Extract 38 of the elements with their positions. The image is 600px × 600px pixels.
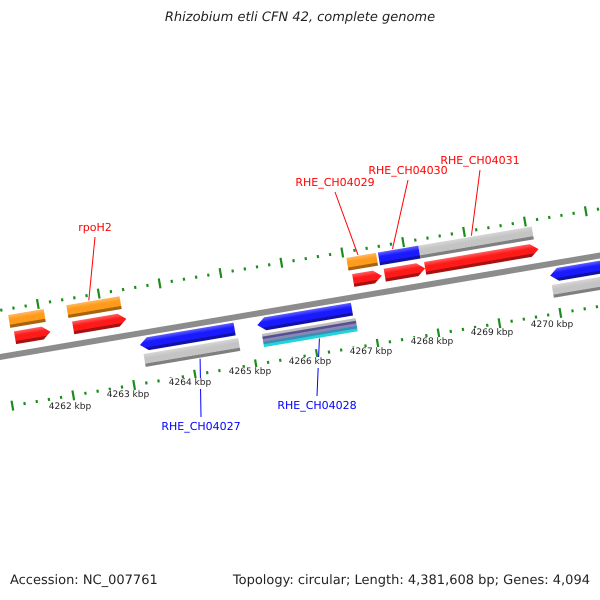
- gene-label: RHE_CH04031: [440, 154, 520, 167]
- footer-text: Accession: NC_007761: [10, 575, 158, 586]
- leader-line: [392, 180, 408, 250]
- gene-bar: [66, 296, 122, 318]
- gene-feature: [138, 322, 236, 352]
- scale-label: 4264 kbp: [168, 378, 212, 389]
- scale-label: 4270 kbp: [530, 320, 574, 331]
- leader-line: [88, 236, 96, 301]
- gene-bar: [262, 318, 358, 347]
- scale-label: 4268 kbp: [410, 337, 454, 348]
- gene-label: RHE_CH04027: [161, 420, 241, 433]
- scale-label: 4266 kbp: [288, 357, 332, 368]
- gene-feature: [72, 312, 128, 334]
- scale-label: 4267 kbp: [350, 347, 392, 358]
- gene-label: RHE_CH04029: [295, 176, 375, 189]
- scale-label: 4269 kbp: [470, 328, 514, 339]
- scale-label: 4265 kbp: [228, 367, 272, 378]
- leader-line: [334, 192, 358, 256]
- scale-label: 4262 kbp: [48, 402, 92, 413]
- gene-feature: [14, 325, 52, 344]
- gene-bar: [346, 252, 378, 271]
- diagram-title: Rhizobium etli CFN 42, complete genome: [164, 11, 436, 24]
- gene-feature: [549, 260, 600, 282]
- gene-label: RHE_CH04030: [368, 164, 448, 177]
- gene-feature: [352, 269, 383, 287]
- gene-label: rpoH2: [78, 221, 112, 234]
- gene-bar: [144, 338, 240, 367]
- leader-line: [470, 170, 480, 236]
- gene-bar: [378, 246, 420, 266]
- scale-label: 4263 kbp: [106, 390, 150, 401]
- gene-feature: [424, 242, 540, 275]
- gene-label: RHE_CH04028: [277, 399, 357, 412]
- footer-text: Topology: circular; Length: 4,381,608 bp; Genes: 4,094: [232, 575, 590, 586]
- gene-feature: [384, 262, 426, 282]
- gene-bar: [8, 309, 46, 328]
- gene-bar: [552, 276, 600, 298]
- gene-feature: [256, 302, 354, 332]
- gene-bar: [418, 226, 534, 258]
